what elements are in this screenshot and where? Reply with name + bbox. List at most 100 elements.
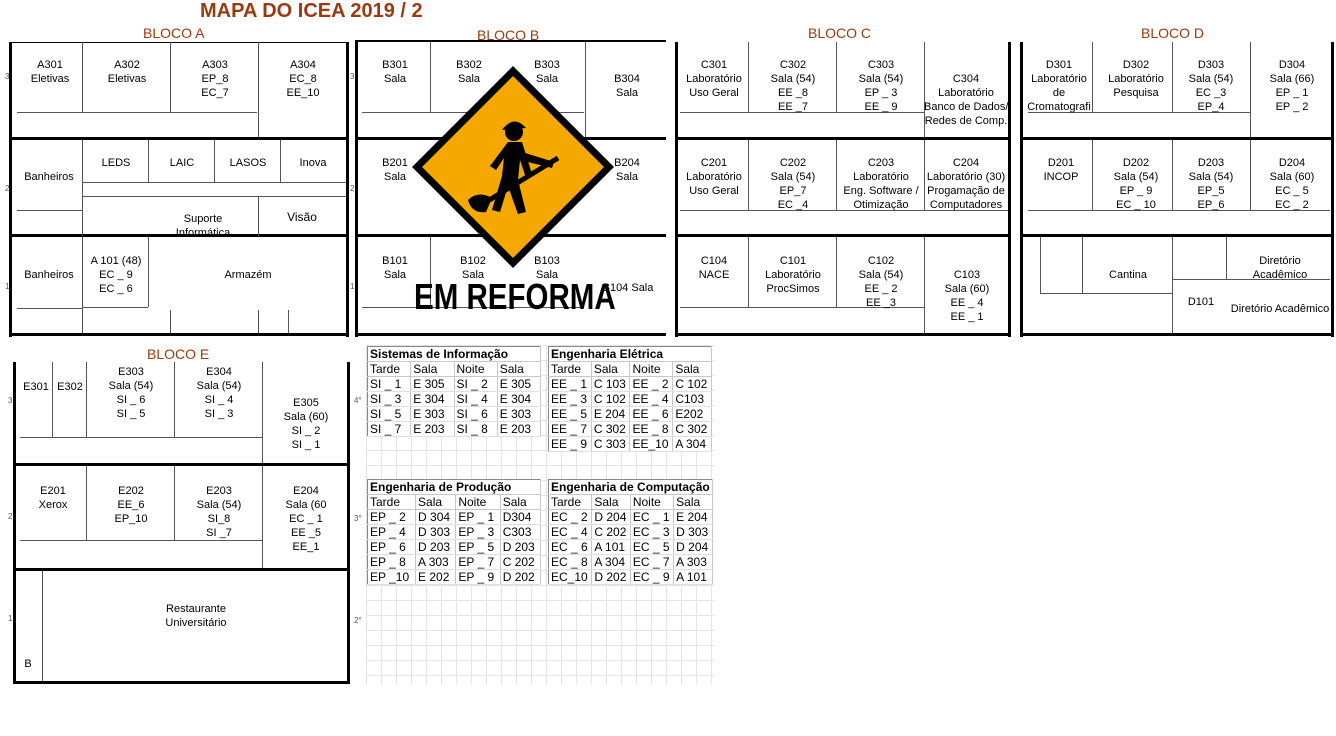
room-visao[interactable]: Visão xyxy=(287,210,317,224)
block-a-title: BLOCO A xyxy=(143,25,205,41)
schedule-title: Engenharia Elétrica xyxy=(548,346,712,362)
room-armazem[interactable]: Armazém xyxy=(224,269,272,281)
page-title: MAPA DO ICEA 2019 / 2 xyxy=(200,0,423,22)
floor-number: 3° xyxy=(354,514,362,523)
schedule-title: Engenharia de Computação xyxy=(548,479,713,495)
room-banheiros-a1[interactable]: Banheiros xyxy=(24,269,74,281)
room-lasos[interactable]: LASOS xyxy=(229,157,267,169)
room-b104[interactable]: B104 Sala xyxy=(602,282,654,294)
floor-number: 1 xyxy=(350,282,355,291)
floor-number: 3 xyxy=(350,72,355,81)
floor-number: 2 xyxy=(5,184,10,193)
em-reforma-label: EM REFORMA xyxy=(414,276,616,317)
floor-number: 2 xyxy=(350,184,355,193)
room-leds[interactable]: LEDS xyxy=(101,157,131,169)
block-b-title: BLOCO B xyxy=(477,27,540,43)
block-e-title: BLOCO E xyxy=(147,346,210,362)
floor-number: 4° xyxy=(354,396,362,405)
room-laic[interactable]: LAIC xyxy=(169,157,195,169)
room-diretorio-academico-bottom[interactable]: Diretório Acadêmico xyxy=(1230,303,1330,315)
schedule-title: Engenharia de Produção xyxy=(367,479,541,495)
room-cantina[interactable]: Cantina xyxy=(1109,269,1147,281)
room-e301[interactable]: E301 xyxy=(23,381,49,393)
room-e302[interactable]: E302 xyxy=(57,381,83,393)
floor-number: 1 xyxy=(8,614,13,623)
room-d101[interactable]: D101 xyxy=(1187,296,1215,308)
floor-number: 3 xyxy=(5,72,10,81)
room-inova[interactable]: Inova xyxy=(299,157,327,169)
room-banheiros-a2[interactable]: Banheiros xyxy=(24,171,74,183)
floor-number: 2° xyxy=(354,616,362,625)
floor-number: 1 xyxy=(5,282,10,291)
schedule-title: Sistemas de Informação xyxy=(367,346,541,362)
construction-worker-sign-icon xyxy=(412,66,614,268)
block-d-title: BLOCO D xyxy=(1141,25,1205,41)
room-b-label[interactable]: B xyxy=(24,658,32,670)
